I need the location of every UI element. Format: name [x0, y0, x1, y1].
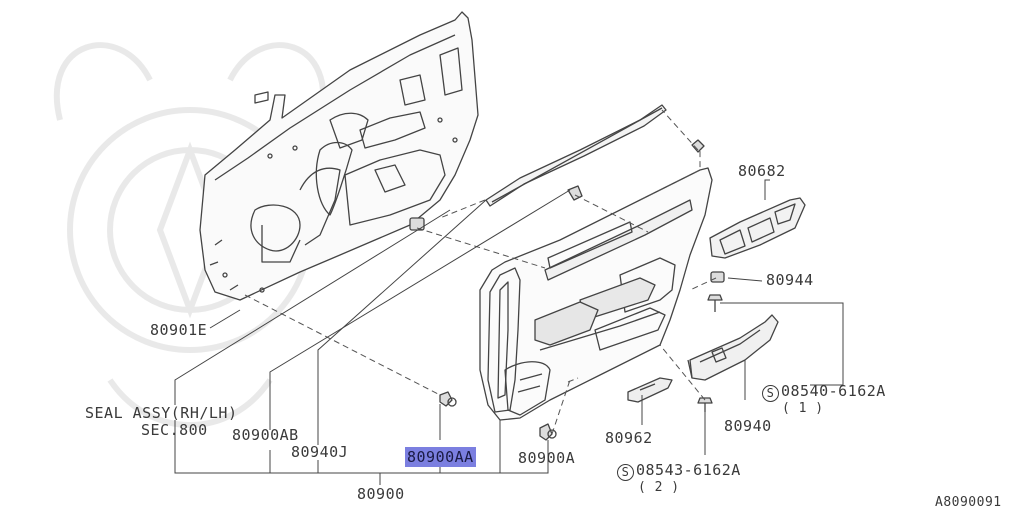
label-80944: 80944: [766, 271, 814, 289]
label-80682: 80682: [738, 162, 786, 180]
clip-80944: [710, 271, 725, 283]
clip-80900A: [539, 423, 557, 441]
armrest-80940: [687, 314, 779, 381]
escutcheon-80962: [627, 377, 673, 403]
screw-part-1: 08540-6162A: [781, 382, 886, 400]
door-trim-panel: [479, 167, 713, 421]
screw-lower: [697, 397, 713, 412]
highlighted-part-number[interactable]: 80900AA: [405, 447, 476, 467]
weatherstrip-80940J: [485, 104, 667, 207]
s-symbol-icon: S: [762, 385, 779, 402]
clip-upper-strip: [691, 139, 705, 153]
label-80940: 80940: [724, 417, 772, 435]
leader-lines: [174, 179, 844, 485]
screw-qty-2: ( 2 ): [638, 480, 680, 495]
label-80900AB: 80900AB: [232, 426, 299, 444]
diagram-code: A8090091: [935, 495, 1002, 510]
label-80900AA[interactable]: 80900AA: [405, 447, 476, 467]
seal-sec-label: SEC.800: [141, 421, 208, 439]
label-80900: 80900: [357, 485, 405, 503]
clip-80900AA: [439, 391, 457, 407]
screw-top: [707, 294, 723, 312]
switch-bezel-80682: [709, 197, 806, 259]
s-symbol-icon: S: [617, 464, 634, 481]
screw-qty-1: ( 1 ): [782, 401, 824, 416]
watermark-emblem: [53, 42, 327, 428]
assembly-dashed-lines: [244, 109, 717, 435]
door-inner-panel: [199, 11, 479, 301]
screw-part-2: 08543-6162A: [636, 461, 741, 479]
label-80940J: 80940J: [291, 443, 349, 461]
label-80901E: 80901E: [150, 321, 208, 339]
label-80962: 80962: [605, 429, 653, 447]
label-80900A: 80900A: [518, 449, 576, 467]
seal-assy-label: SEAL ASSY(RH/LH): [85, 404, 238, 422]
